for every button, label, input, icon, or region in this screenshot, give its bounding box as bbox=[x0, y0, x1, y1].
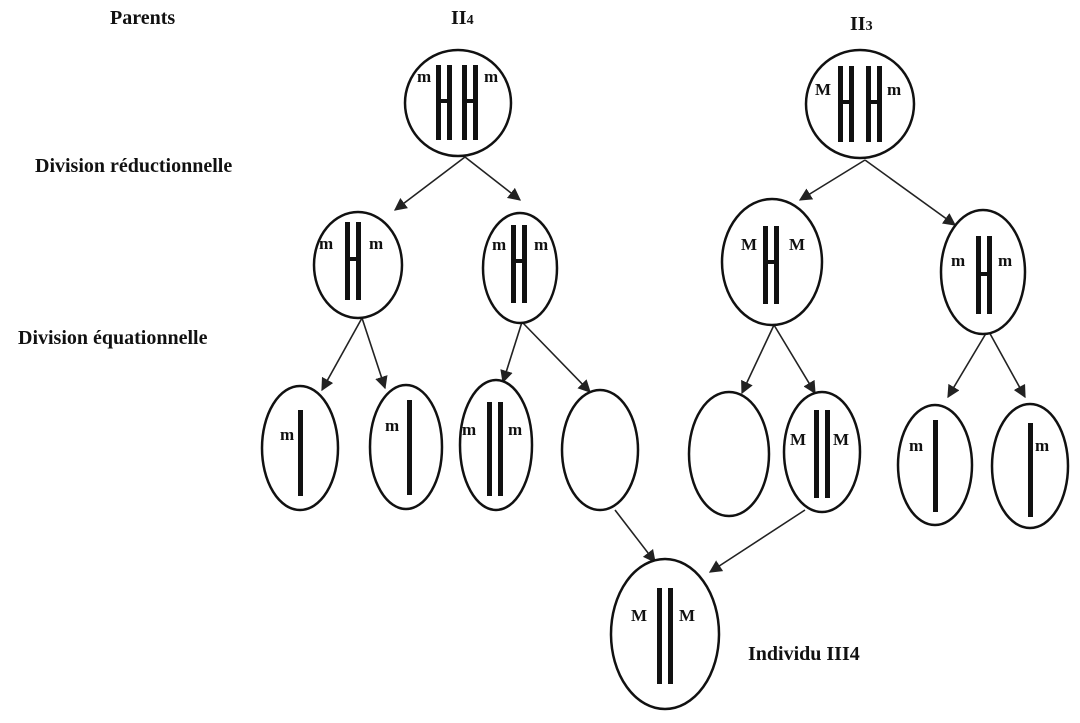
chromosome bbox=[866, 66, 871, 142]
gamete-cell-8: m bbox=[990, 402, 1070, 530]
arrow-r2-g3 bbox=[500, 321, 523, 384]
allele-label: m bbox=[369, 234, 383, 253]
allele-label: m bbox=[385, 416, 399, 435]
gamete-cell-6: M M bbox=[782, 390, 862, 514]
allele-label: m bbox=[951, 251, 965, 270]
zygote-cell-iii4: M M bbox=[609, 557, 721, 711]
chromosome bbox=[522, 225, 527, 303]
parent-left-label: II4 bbox=[451, 7, 474, 29]
chromosome bbox=[345, 222, 350, 300]
allele-label: M bbox=[741, 235, 757, 254]
gamete-cell-4-empty bbox=[560, 388, 640, 512]
arrow-p1-r2 bbox=[464, 156, 522, 201]
chromosome bbox=[498, 402, 503, 496]
arrow-g6-zygote bbox=[708, 509, 806, 573]
reductional-cell-1: m m bbox=[312, 210, 404, 320]
gamete-cell-3: m m bbox=[458, 378, 534, 512]
gamete-cell-5-empty bbox=[687, 390, 771, 518]
allele-label: m bbox=[319, 234, 333, 253]
arrow-r3-g6 bbox=[773, 324, 816, 395]
arrows bbox=[321, 156, 1026, 573]
allele-label: m bbox=[492, 235, 506, 254]
arrow-g4-zygote bbox=[614, 509, 656, 564]
allele-label: m bbox=[462, 420, 476, 439]
centromere bbox=[350, 257, 356, 261]
allele-label: M bbox=[679, 606, 695, 625]
arrow-p1-r1 bbox=[393, 156, 466, 211]
arrow-r4-g7 bbox=[947, 329, 989, 399]
allele-label: M bbox=[815, 80, 831, 99]
chromosome bbox=[877, 66, 882, 142]
allele-label: m bbox=[534, 235, 548, 254]
reductional-cell-4: m m bbox=[939, 208, 1027, 336]
centromere bbox=[467, 99, 473, 103]
allele-label: m bbox=[508, 420, 522, 439]
chromosome bbox=[487, 402, 492, 496]
arrow-r4-g8 bbox=[987, 329, 1026, 399]
arrow-r2-g4 bbox=[521, 321, 591, 393]
allele-label: m bbox=[1035, 436, 1049, 455]
allele-label: m bbox=[887, 80, 901, 99]
chromosome bbox=[774, 226, 779, 304]
gamete-cell-7: m bbox=[896, 403, 974, 527]
centromere bbox=[516, 259, 522, 263]
allele-label: M bbox=[833, 430, 849, 449]
chromosome bbox=[436, 65, 441, 140]
gamete-cell-2: m bbox=[368, 383, 444, 511]
chromosome bbox=[473, 65, 478, 140]
individu-label: Individu III4 bbox=[748, 643, 860, 665]
chromosome bbox=[447, 65, 452, 140]
chromosome bbox=[668, 588, 673, 684]
parents-label: Parents bbox=[110, 7, 175, 29]
chromosome bbox=[825, 410, 830, 498]
centromere bbox=[981, 272, 987, 276]
arrow-r3-g5 bbox=[741, 324, 775, 395]
allele-label: m bbox=[909, 436, 923, 455]
chromosome bbox=[407, 400, 412, 495]
centromere bbox=[871, 100, 877, 104]
arrow-r1-g1 bbox=[321, 317, 363, 392]
allele-label: m bbox=[484, 67, 498, 86]
allele-label: m bbox=[417, 67, 431, 86]
arrow-r1-g2 bbox=[361, 317, 388, 390]
division-reductionnelle-label: Division réductionnelle bbox=[35, 155, 232, 177]
chromosome bbox=[1028, 423, 1033, 517]
arrow-p2-r4 bbox=[864, 159, 957, 226]
chromosome bbox=[849, 66, 854, 142]
parent-cell-ii3: M m bbox=[804, 48, 916, 160]
arrow-p2-r3 bbox=[798, 159, 866, 201]
chromosome bbox=[933, 420, 938, 512]
chromosome bbox=[987, 236, 992, 314]
gamete-cell-1: m bbox=[260, 384, 340, 512]
centromere bbox=[441, 99, 447, 103]
chromosome bbox=[814, 410, 819, 498]
chromosome bbox=[462, 65, 467, 140]
chromosome bbox=[763, 226, 768, 304]
centromere bbox=[843, 100, 849, 104]
chromosome bbox=[298, 410, 303, 496]
parent-right-label: II3 bbox=[850, 13, 873, 35]
allele-label: M bbox=[631, 606, 647, 625]
parent-cell-ii4: m m bbox=[403, 48, 513, 158]
centromere bbox=[768, 260, 774, 264]
chromosome bbox=[356, 222, 361, 300]
chromosome bbox=[657, 588, 662, 684]
allele-label: m bbox=[998, 251, 1012, 270]
chromosome bbox=[511, 225, 516, 303]
allele-label: m bbox=[280, 425, 294, 444]
chromosome bbox=[976, 236, 981, 314]
chromosome bbox=[838, 66, 843, 142]
division-equationnelle-label: Division équationnelle bbox=[18, 327, 208, 349]
reductional-cell-3: M M bbox=[720, 197, 824, 327]
allele-label: M bbox=[789, 235, 805, 254]
reductional-cell-2: m m bbox=[481, 211, 559, 325]
allele-label: M bbox=[790, 430, 806, 449]
